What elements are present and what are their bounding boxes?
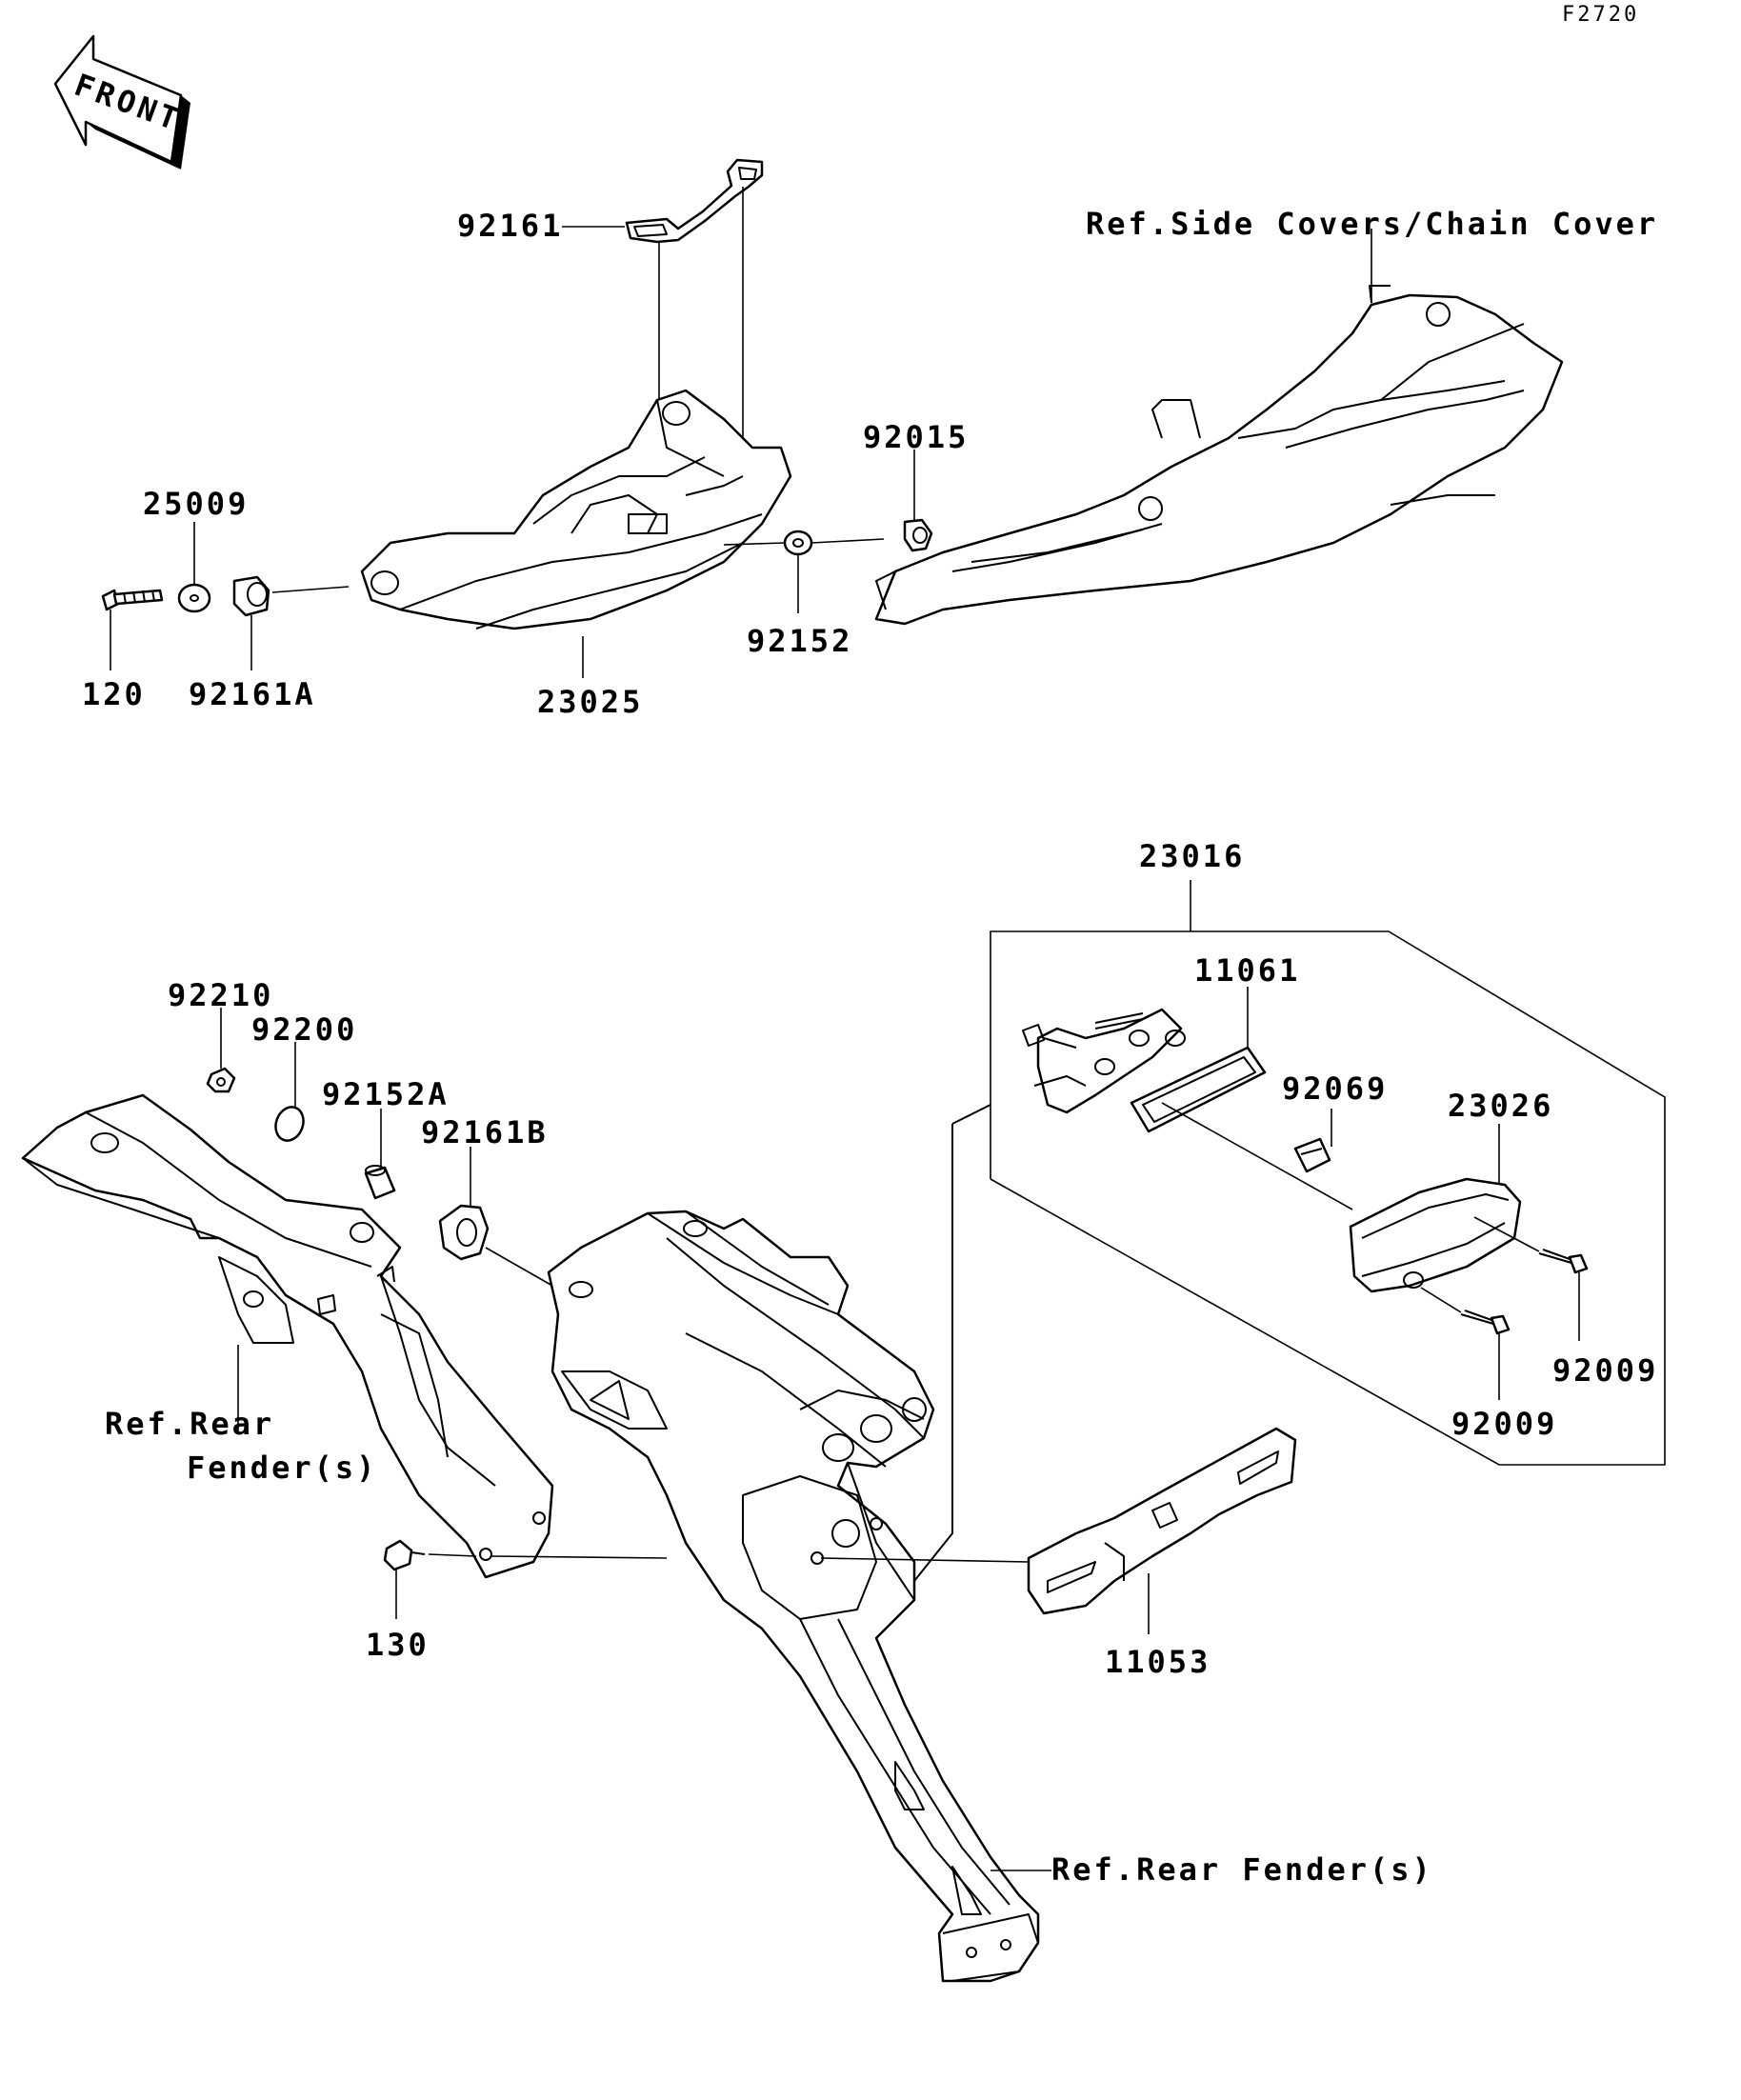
- washer-92200: [274, 1106, 305, 1142]
- label-92009-b: 92009: [1451, 1406, 1557, 1442]
- bulb-92069: [1293, 1137, 1331, 1173]
- front-arrow-icon: FRONT: [53, 34, 190, 170]
- socket-11061: [1022, 1008, 1186, 1114]
- label-92161A: 92161A: [189, 676, 316, 712]
- screw-92009-b: [1460, 1310, 1511, 1335]
- label-120: 120: [82, 676, 146, 712]
- label-ref-rear-fender-1b: Fender(s): [187, 1450, 377, 1486]
- label-92069: 92069: [1282, 1070, 1388, 1107]
- label-92200: 92200: [251, 1011, 357, 1048]
- label-25009: 25009: [143, 486, 249, 522]
- rear-fender-license-holder: [547, 1104, 1040, 1983]
- nut-92210: [206, 1067, 236, 1093]
- label-ref-rear-fender-1a: Ref.Rear: [105, 1406, 274, 1442]
- label-23025: 23025: [537, 684, 643, 720]
- rear-fender-bracket-left: [21, 1093, 554, 1579]
- grommet-92161A: [232, 575, 270, 617]
- collar-92152A: [364, 1165, 396, 1200]
- label-11061: 11061: [1194, 952, 1300, 989]
- label-92161B: 92161B: [421, 1114, 549, 1150]
- bolt-120: [101, 589, 164, 611]
- washer-25009: [177, 583, 211, 613]
- label-92161: 92161: [457, 208, 563, 244]
- bolt-130: [383, 1539, 426, 1571]
- label-23026: 23026: [1448, 1088, 1553, 1124]
- tail-cover-23025: [360, 389, 792, 630]
- collar-92152: [783, 530, 813, 556]
- grommet-92161B: [438, 1204, 490, 1261]
- label-23016: 23016: [1139, 838, 1245, 874]
- label-92210: 92210: [168, 977, 273, 1013]
- plate-bracket-11053: [1027, 1427, 1297, 1615]
- label-92152A: 92152A: [322, 1076, 450, 1112]
- lens-23026: [1349, 1177, 1522, 1293]
- label-ref-rear-fender-2: Ref.Rear Fender(s): [1051, 1851, 1433, 1888]
- label-ref-side-covers: Ref.Side Covers/Chain Cover: [1086, 206, 1658, 242]
- label-92009-a: 92009: [1552, 1352, 1658, 1389]
- figure-code: F2720: [1562, 3, 1639, 27]
- grommet-92015: [903, 518, 933, 552]
- label-92015: 92015: [863, 419, 969, 455]
- gasket-11061: [1130, 1046, 1267, 1133]
- screw-92009-a: [1538, 1249, 1589, 1274]
- label-130: 130: [366, 1627, 430, 1663]
- side-cover-ref: [874, 285, 1564, 626]
- assembly-outline-23016: [990, 880, 1666, 1466]
- strap-92161: [625, 158, 764, 244]
- label-11053: 11053: [1105, 1644, 1211, 1680]
- label-92152: 92152: [747, 623, 852, 659]
